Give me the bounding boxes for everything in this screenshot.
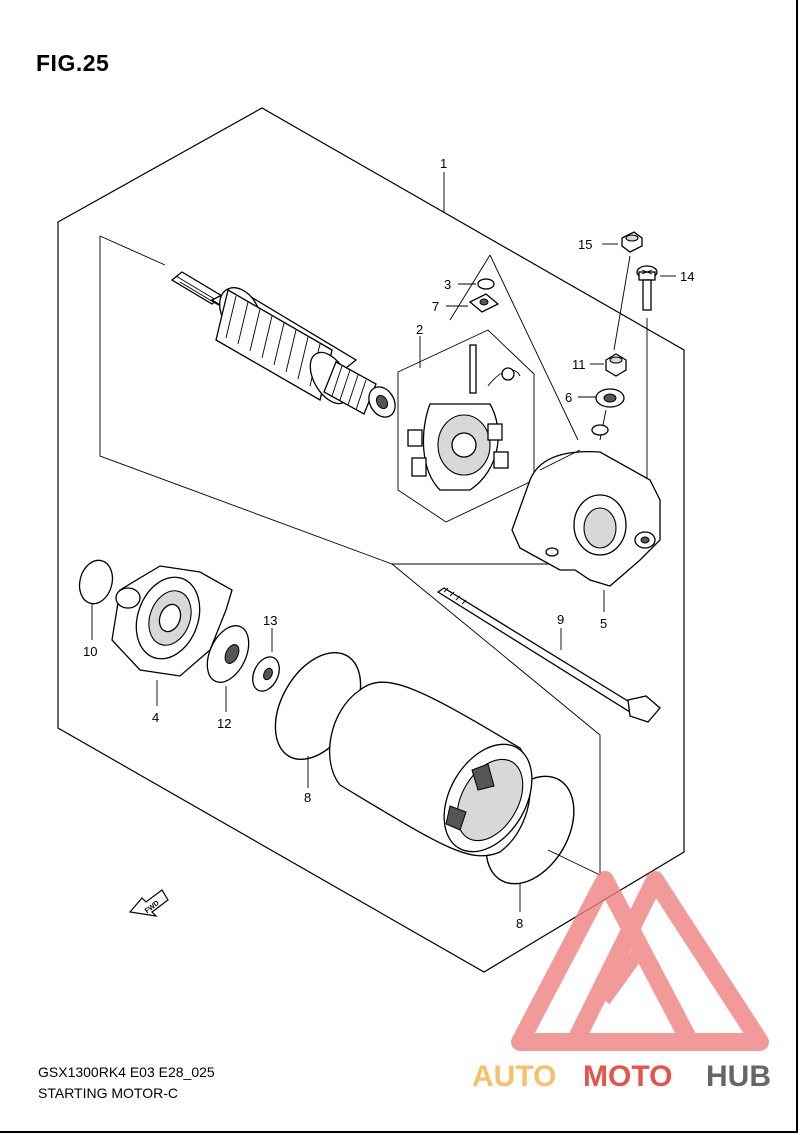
callout-5: 5 xyxy=(600,616,607,631)
watermark-moto: MOTO xyxy=(583,1060,672,1093)
armature xyxy=(170,271,396,418)
ref-line xyxy=(547,849,601,876)
o-ring-small xyxy=(477,278,495,290)
callout-7: 7 xyxy=(432,299,439,314)
o-ring-10 xyxy=(78,559,114,605)
terminal-plate xyxy=(468,293,500,313)
armature-group-outline xyxy=(99,236,560,565)
bolt-14 xyxy=(636,265,658,311)
brush-holder xyxy=(397,329,535,523)
ref-line xyxy=(449,254,491,321)
callout-11: 11 xyxy=(572,357,586,372)
callout-3: 3 xyxy=(444,277,451,292)
washer-13 xyxy=(252,656,280,692)
ref-line xyxy=(391,563,601,736)
front-housing xyxy=(111,565,233,677)
footer-section: STARTING MOTOR-C xyxy=(38,1085,178,1101)
callout-9: 9 xyxy=(557,612,564,627)
figure-title: FIG.25 xyxy=(36,50,110,76)
callout-6: 6 xyxy=(565,390,572,405)
through-bolt xyxy=(436,587,661,723)
nut-15 xyxy=(621,231,643,253)
callout-2: 2 xyxy=(416,322,423,337)
callout-8a: 8 xyxy=(304,790,311,805)
motor-yoke xyxy=(328,681,533,857)
rear-housing xyxy=(511,424,661,587)
assembly-outline xyxy=(57,107,685,973)
watermark-logo-icon xyxy=(511,871,769,1051)
callout-1: 1 xyxy=(440,156,447,171)
watermark-hub: HUB xyxy=(706,1060,771,1093)
callout-10: 10 xyxy=(83,644,97,659)
watermark-text: AUTO MOTO HUB xyxy=(472,1060,771,1093)
washer-12 xyxy=(206,625,250,683)
ref-line xyxy=(99,235,166,266)
callout-14: 14 xyxy=(680,269,694,284)
washer-6 xyxy=(595,388,625,408)
callout-15: 15 xyxy=(578,237,592,252)
ref-line xyxy=(489,254,579,441)
fwd-arrow-icon: FWD xyxy=(128,889,169,917)
callout-12: 12 xyxy=(217,716,231,731)
ref-line-15 xyxy=(613,255,631,351)
callout-13: 13 xyxy=(263,613,277,628)
callout-8b: 8 xyxy=(516,916,523,931)
callout-4: 4 xyxy=(152,710,159,725)
watermark-auto: AUTO xyxy=(472,1060,556,1093)
nut-11 xyxy=(605,353,627,377)
footer-model: GSX1300RK4 E03 E28_025 xyxy=(38,1064,215,1080)
